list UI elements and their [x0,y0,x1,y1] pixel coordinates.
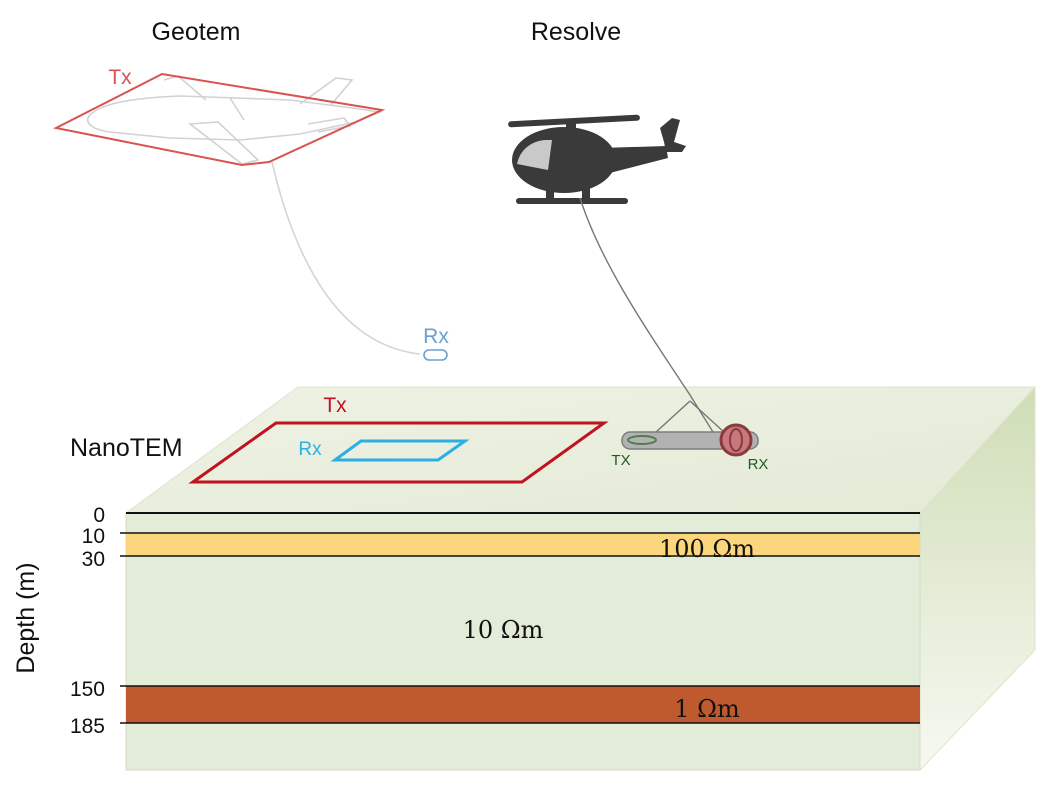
resistivity-label-100: 100 Ωm [659,535,755,563]
depth-tick-150: 150 [70,678,105,701]
geotem-system: Geotem Tx Rx [52,18,449,361]
geotem-rx-bird [423,349,448,361]
nanotem-rx-loop [330,439,470,462]
resolve-tx-label: TX [611,452,630,469]
nanotem-title: NanoTEM [70,434,183,462]
geotem-rx-label: Rx [423,325,449,348]
depth-tick-0: 0 [93,504,105,527]
helicopter-windshield [517,140,552,170]
resolve-tow-cable [579,197,714,433]
depth-tick-30: 30 [82,548,105,571]
resolve-title: Resolve [531,18,621,46]
resolve-bridle-right [689,400,726,434]
ground-block [120,385,1037,772]
resolve-system: Resolve TX RX [508,18,768,473]
resolve-rx-label: RX [748,456,769,473]
depth-tick-185: 185 [70,715,105,738]
depth-axis: Depth (m) 0 10 30 150 185 [12,504,105,738]
geotem-tx-loop [52,72,386,167]
nanotem-system: Tx Rx NanoTEM [70,394,609,484]
airplane-icon [86,75,383,165]
resolve-rx-coil [719,423,753,457]
resolve-bridle-left [654,400,691,434]
depth-tick-10: 10 [82,525,105,548]
resistivity-label-10: 10 Ωm [463,616,544,644]
nanotem-tx-label: Tx [323,394,347,417]
resolve-tx-coil [627,435,657,445]
geotem-tow-cable [271,161,421,355]
ground-top-face [124,386,1037,514]
geotem-tx-label: Tx [108,66,132,89]
resistivity-label-1: 1 Ωm [674,695,740,723]
nanotem-rx-label: Rx [298,439,322,460]
resolve-rx-coil-inner [729,428,743,452]
layer-conductor [126,686,920,723]
depth-axis-label: Depth (m) [12,562,40,673]
layer-resistive [126,533,920,556]
geotem-title: Geotem [152,18,241,46]
nanotem-tx-loop [188,421,609,484]
